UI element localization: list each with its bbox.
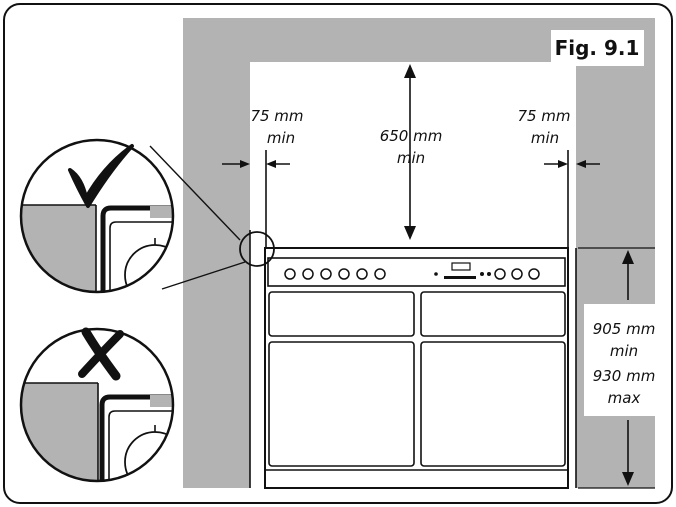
figure-label: Fig. 9.1 — [555, 36, 640, 60]
control-knobs — [284, 268, 540, 280]
detail-callout — [149, 145, 275, 290]
hob-height-max-value: 930 mm — [593, 367, 656, 385]
check-mark-icon — [68, 144, 134, 208]
hob-height-max-qualifier: max — [608, 389, 641, 407]
oven-door-top-left — [268, 291, 415, 337]
hob-height-min-value: 905 mm — [593, 320, 656, 338]
clearance-lines — [249, 150, 577, 488]
figure-label-box — [551, 30, 644, 66]
oven-door-bottom-left — [268, 341, 415, 467]
left-gap-value: 75 mm — [250, 107, 303, 125]
height-clearance-value: 650 mm — [380, 127, 443, 145]
detail-correct — [19, 138, 175, 294]
oven-door-top-right — [420, 291, 566, 337]
cross-mark-icon — [78, 327, 124, 381]
oven-door-bottom-right — [420, 341, 566, 467]
hob-height-arrow — [578, 247, 655, 489]
left-gap-arrows — [222, 160, 290, 168]
right-gap-value: 75 mm — [517, 107, 570, 125]
height-clearance-qualifier: min — [397, 149, 425, 167]
right-gap-qualifier: min — [531, 129, 559, 147]
magnifier-circle — [239, 231, 275, 267]
left-side-clearance — [250, 155, 266, 488]
right-gap-arrows — [544, 160, 600, 168]
range-cooker — [264, 247, 569, 489]
height-clearance-arrow — [404, 64, 416, 240]
clock-display — [434, 262, 491, 279]
left-gap-qualifier: min — [267, 129, 295, 147]
hob-height-min-qualifier: min — [610, 342, 638, 360]
hob-height-label-box — [584, 304, 664, 416]
